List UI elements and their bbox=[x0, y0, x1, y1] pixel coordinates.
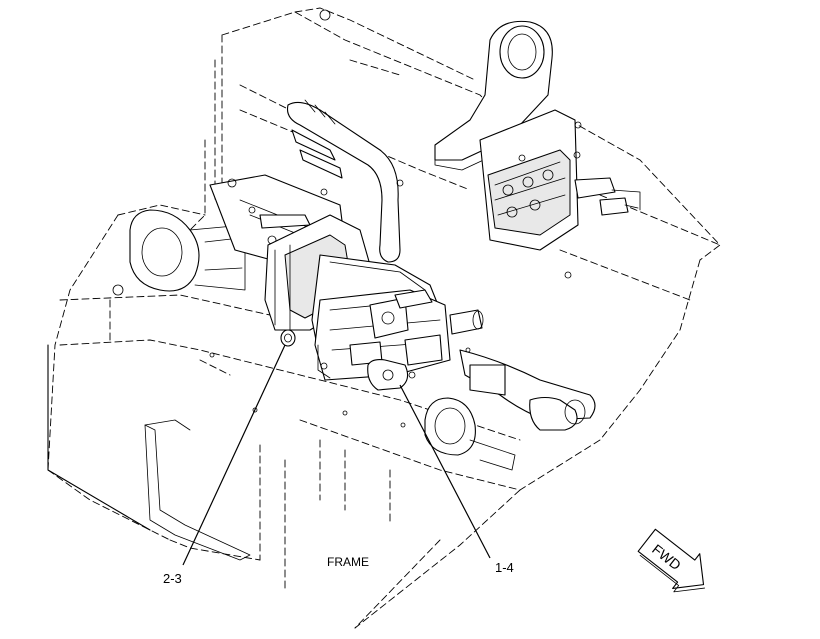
hydraulic-pump bbox=[264, 214, 484, 391]
control-valve-assembly bbox=[479, 109, 641, 251]
leader-line-1-4 bbox=[399, 384, 491, 559]
forward-direction-arrow: FWD bbox=[637, 528, 706, 593]
callout-2-3: 2-3 bbox=[163, 571, 182, 586]
plug-fitting bbox=[280, 329, 296, 347]
frame-label: FRAME bbox=[327, 555, 369, 569]
leader-line-2-3 bbox=[182, 344, 286, 566]
right-lower-boss bbox=[424, 397, 516, 471]
right-pivot-arm bbox=[434, 20, 553, 171]
callout-1-4: 1-4 bbox=[495, 560, 514, 575]
hydraulic-hoses bbox=[286, 99, 596, 431]
frame-side-plate bbox=[47, 344, 251, 561]
fasteners bbox=[209, 9, 572, 428]
